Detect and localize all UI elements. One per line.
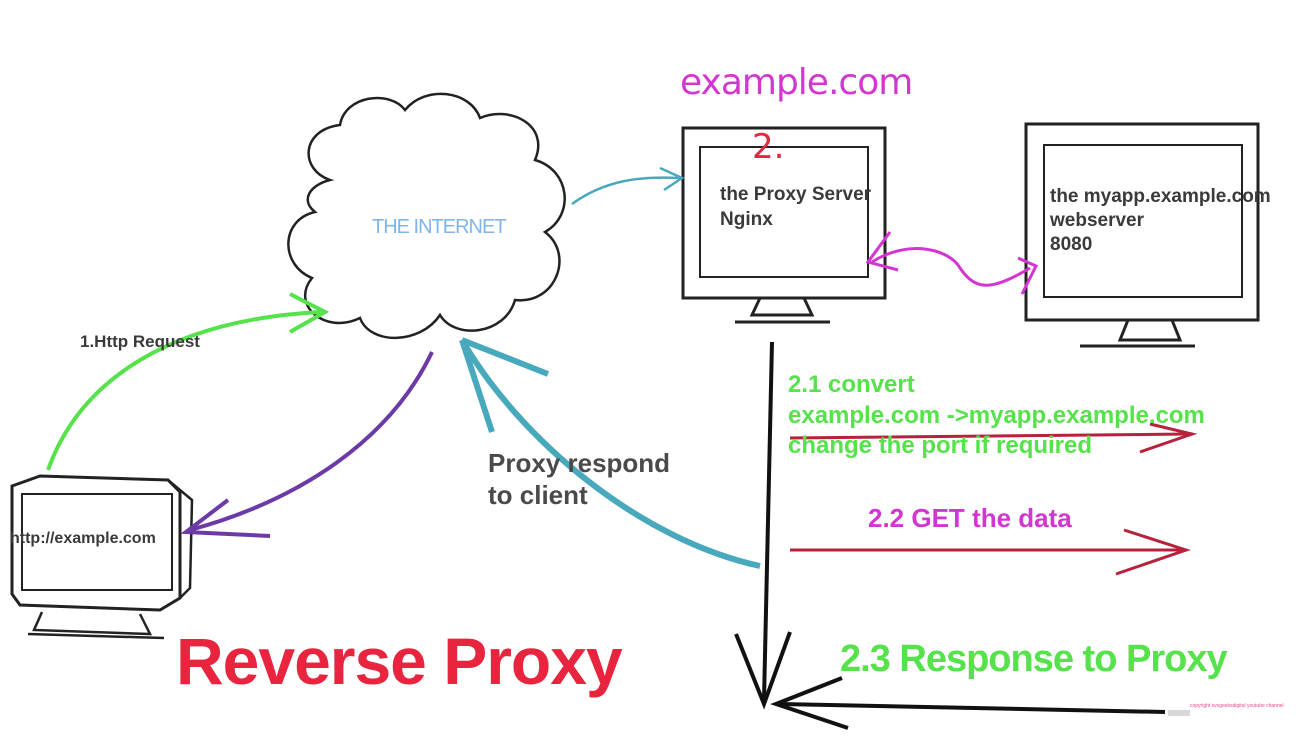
diagram-title: Reverse Proxy — [176, 624, 623, 698]
response-to-proxy-arrow-icon — [779, 702, 1166, 714]
proxy-respond-line-2: to client — [488, 479, 588, 510]
proxy-respond-line-1: Proxy respond — [488, 448, 671, 478]
app-server-role: webserver — [1050, 210, 1145, 231]
request-arrow-icon — [46, 310, 321, 471]
response-to-client-arrow-icon — [189, 351, 434, 532]
response-step-label: 2.3 Response to Proxy — [840, 638, 1228, 680]
proxy-server-name: the Proxy Server — [720, 184, 872, 205]
get-data-step-label: 2.2 GET the data — [868, 503, 1072, 533]
proxy-app-link-icon — [871, 247, 1031, 287]
app-server-port: 8080 — [1050, 234, 1093, 255]
internet-label: THE INTERNET — [372, 216, 507, 238]
proxy-respond-label: Proxy respond to client — [488, 448, 670, 511]
proxy-domain-label: example.com — [680, 62, 913, 103]
processing-flow-arrow-icon — [762, 341, 774, 701]
step-two-marker: 2. — [752, 127, 785, 167]
convert-step-line-3: change the port if required — [788, 432, 1093, 460]
watermark-text: copyright svsgeeksdigital youtube channe… — [1190, 703, 1284, 709]
app-server-monitor-icon — [1024, 122, 1260, 348]
proxy-respond-arrow-icon — [459, 338, 761, 569]
internet-cloud-icon — [287, 92, 566, 340]
convert-step-line-1: 2.1 convert — [788, 371, 915, 398]
client-url-label: http://example.com — [10, 530, 156, 547]
client-monitor-icon — [10, 474, 194, 640]
watermark-bar — [1168, 710, 1190, 716]
convert-step-label: 2.1 convert example.com ->myapp.example.… — [788, 370, 1205, 462]
app-server-host: the myapp.example.com — [1050, 186, 1271, 207]
proxy-server-software: Nginx — [720, 209, 773, 230]
http-request-label: 1.Http Request — [80, 332, 200, 351]
convert-step-line-2: example.com ->myapp.example.com — [788, 401, 1205, 429]
internet-to-proxy-arrow-icon — [571, 176, 681, 206]
proxy-server-monitor-icon — [681, 126, 887, 324]
convert-arrow-icon — [789, 432, 1189, 440]
